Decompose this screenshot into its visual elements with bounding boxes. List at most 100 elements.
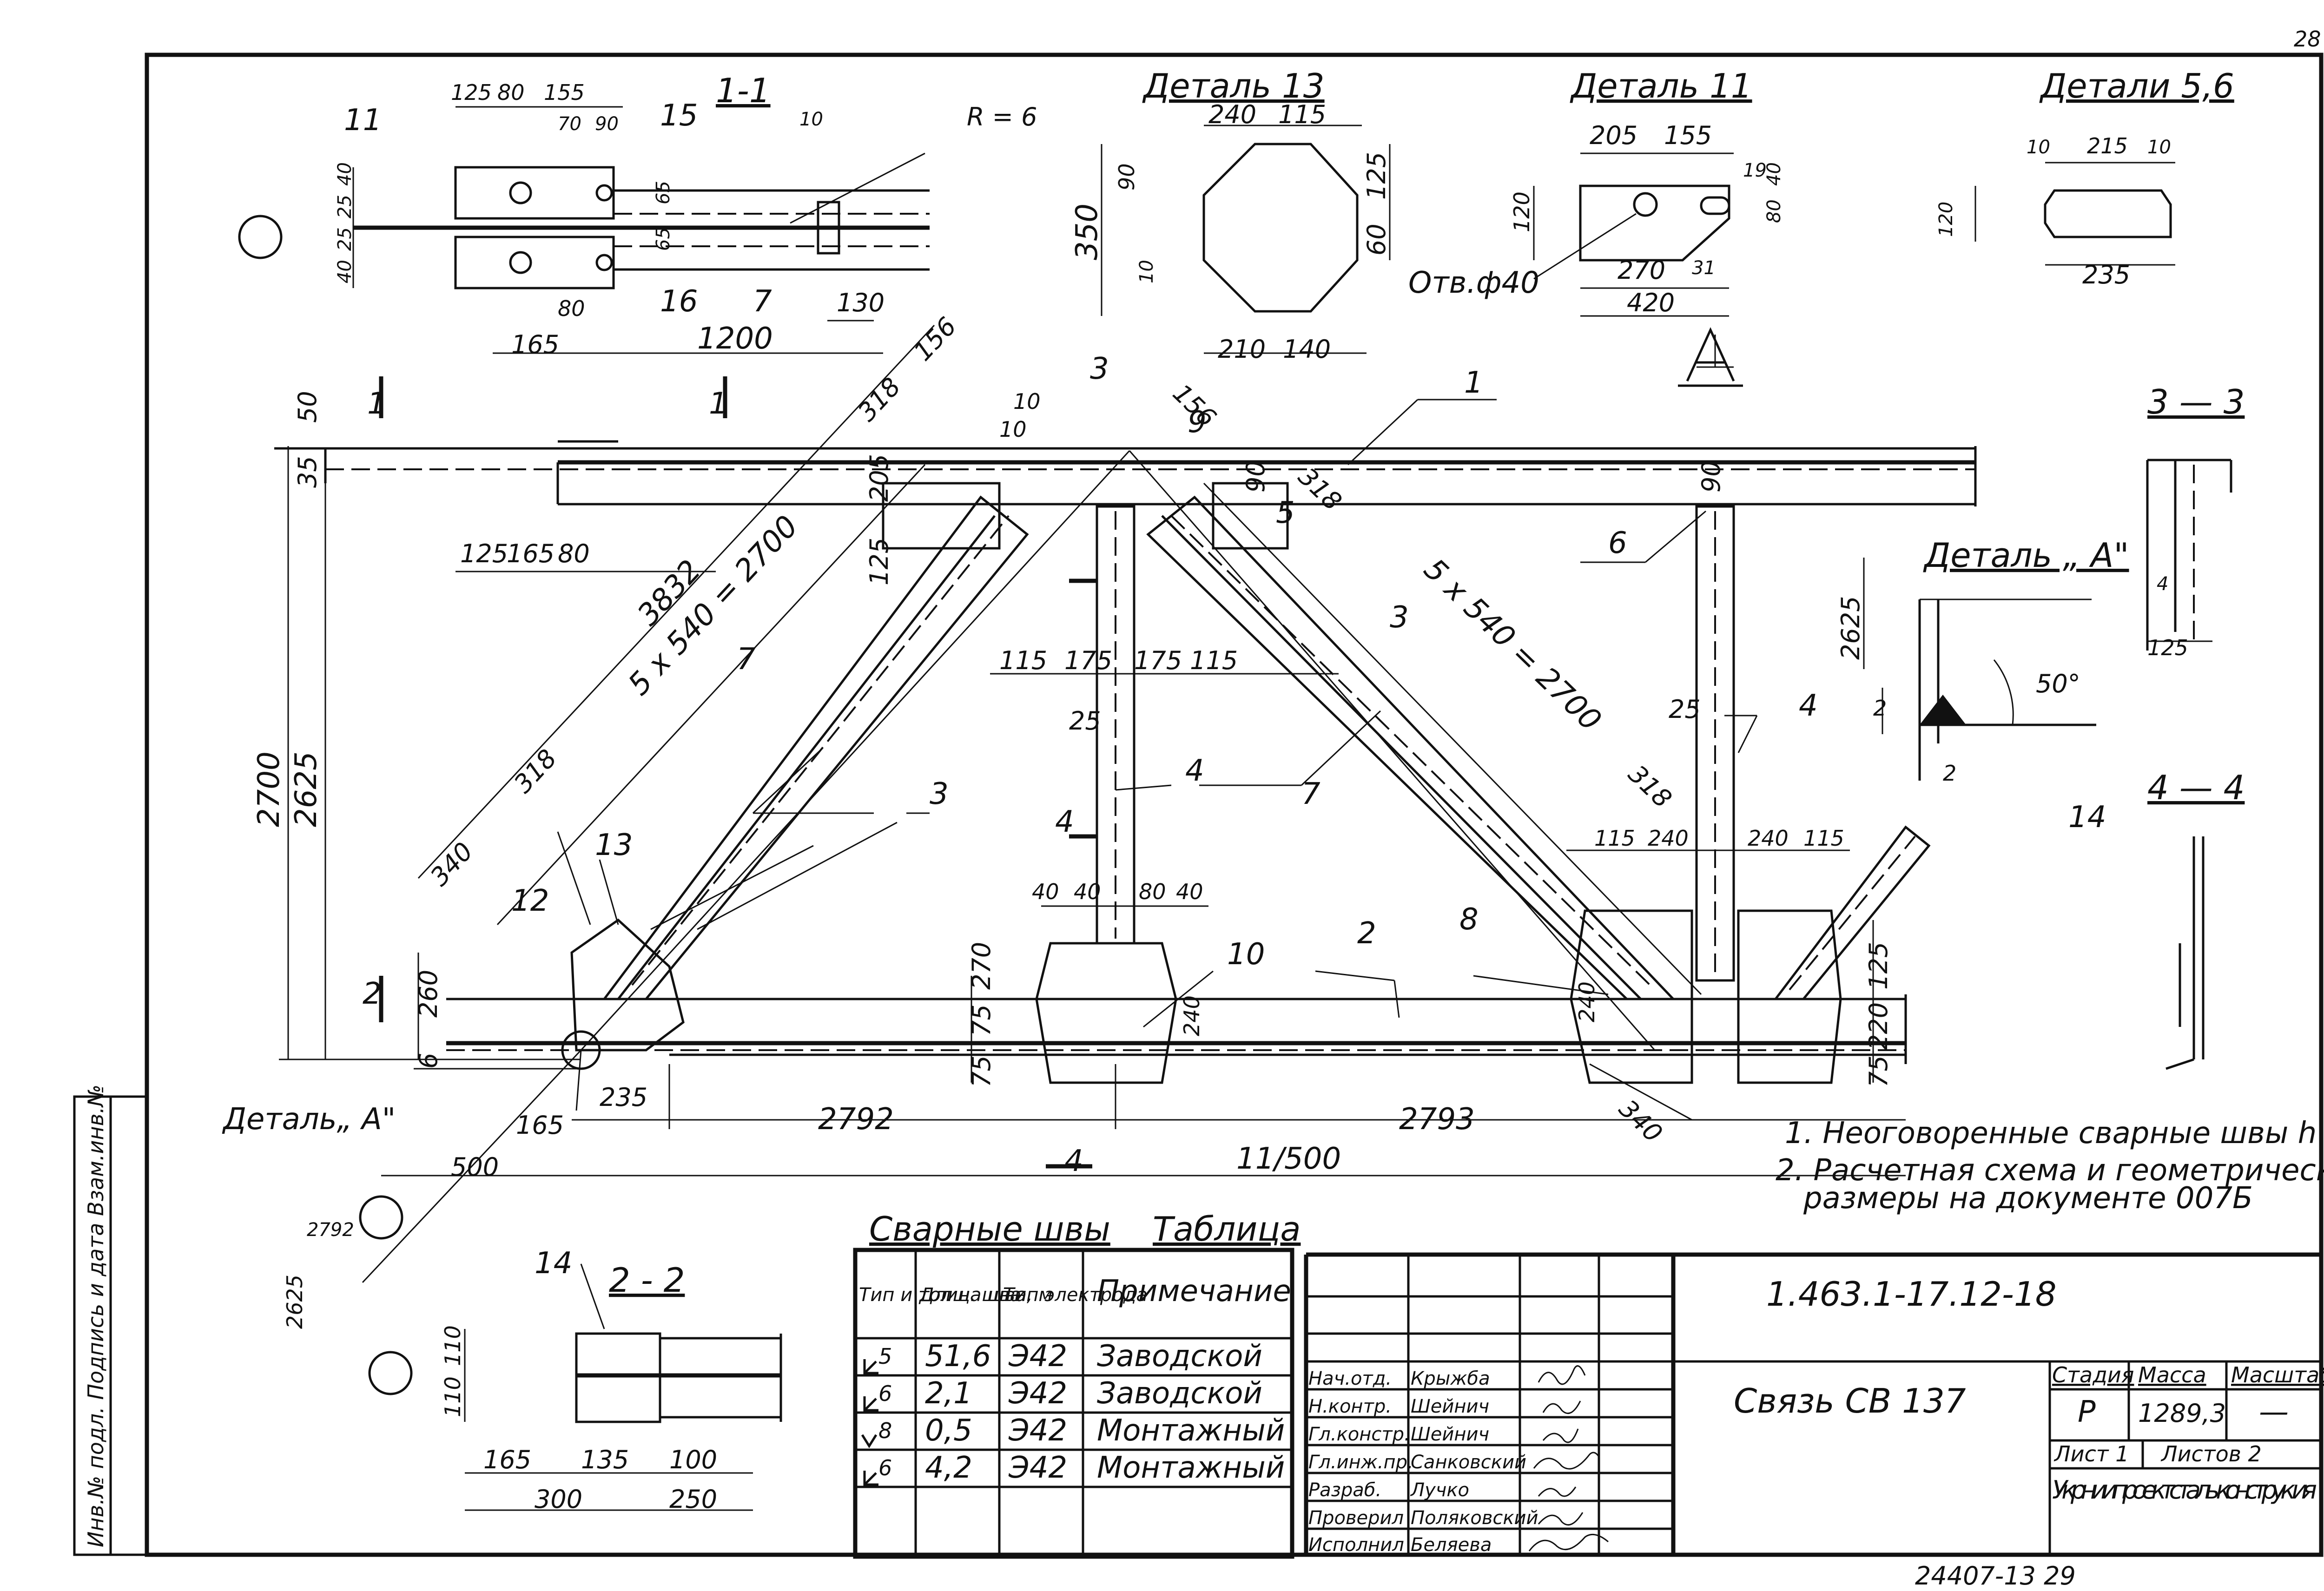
marker-7: 7: [737, 642, 756, 677]
dim-125-right: 125: [1864, 942, 1893, 990]
weld-row-type: 5: [878, 1344, 892, 1369]
sign-name: Поляковский: [1411, 1507, 1538, 1529]
s11-40b: 40: [334, 260, 356, 283]
dim-top-35: 35: [293, 456, 322, 488]
dim-125-left: 125: [460, 539, 508, 568]
dim-90-a: 90: [1241, 460, 1270, 493]
s22-dim-2792: 2792: [307, 1219, 354, 1241]
sign-name: Шейнич: [1411, 1396, 1489, 1417]
sign-role: Н.контр.: [1308, 1396, 1392, 1417]
dA-14: 14: [2068, 800, 2106, 835]
dim-10-b: 10: [999, 417, 1027, 442]
scale-label: Масштаб: [2231, 1362, 2324, 1387]
dim-height2: 2625: [289, 751, 324, 827]
s11-40a: 40: [334, 162, 356, 186]
sign-name: Санковский: [1411, 1452, 1526, 1473]
d13-210: 210: [1218, 335, 1266, 364]
s22-250: 250: [669, 1485, 717, 1514]
dim-318-b: 318: [508, 744, 562, 799]
marker-13: 13: [595, 828, 633, 862]
s11-90: 90: [595, 113, 619, 135]
weld-header-type: Тип и толщ. шва: [859, 1284, 1021, 1306]
s11-125: 125: [451, 80, 492, 105]
dA-2a: 2: [1873, 696, 1887, 721]
detail-A-title: Деталь „ А": [1923, 536, 2129, 575]
dim-125-mid: 125: [865, 538, 894, 585]
section-4-4-title: 4 — 4: [2147, 768, 2245, 807]
dim-40-a: 40: [1032, 879, 1059, 904]
sign-role: Нач.отд.: [1308, 1368, 1392, 1389]
d13-10: 10: [1136, 260, 1157, 283]
s22-165: 165: [483, 1445, 531, 1474]
d13-240: 240: [1208, 100, 1256, 129]
marker-1: 1: [1464, 366, 1483, 400]
sign-role: Гл.констр.: [1308, 1424, 1410, 1445]
marker-4: 4: [1185, 754, 1204, 788]
note-1: 1. Неоговоренные сварные швы h = 5: [1785, 1116, 2324, 1151]
dim-205: 205: [865, 454, 894, 502]
dim-diag-pitch-right: 5 x 540 = 2700: [1417, 552, 1608, 738]
s11-65a: 65: [653, 181, 674, 204]
handwritten-signature: [1533, 1452, 1600, 1470]
d11-155: 155: [1664, 121, 1712, 150]
dim-240-b: 240: [1574, 981, 1599, 1022]
weld-row-length: 4,2: [925, 1451, 972, 1485]
sign-role: Проверил: [1308, 1507, 1404, 1529]
weld-row-length: 2,1: [925, 1376, 972, 1411]
dim-90-b: 90: [1697, 460, 1726, 493]
d13-60: 60: [1362, 224, 1391, 256]
dim-40-b: 40: [1074, 879, 1101, 904]
s11-70: 70: [558, 113, 581, 135]
weld-header-note: Примечание: [1097, 1274, 1291, 1308]
dim-500: 500: [451, 1152, 499, 1182]
detail-11-title: Деталь 11: [1570, 66, 1752, 105]
detail-5-6-title: Детали 5,6: [2039, 66, 2234, 105]
weld-row-type: 8: [878, 1418, 892, 1443]
mass-value: 1289,3: [2138, 1399, 2226, 1428]
detail-A-ref: Деталь„ А": [222, 1102, 396, 1137]
marker-3: 3: [1390, 600, 1409, 635]
section-marker-circle: [368, 1351, 413, 1395]
section-3-3-title: 3 — 3: [2147, 382, 2245, 421]
sign-role: Исполнил: [1308, 1534, 1404, 1556]
dim-318-d: 318: [1623, 759, 1677, 814]
d11-420: 420: [1627, 288, 1675, 317]
s33-4: 4: [2157, 573, 2168, 595]
d13-90: 90: [1114, 163, 1139, 191]
handwritten-signature: [1538, 1486, 1577, 1497]
handwritten-signature: [1528, 1533, 1609, 1552]
dim-total: 11/500: [1236, 1142, 1341, 1176]
dim-340-a: 340: [424, 837, 478, 892]
sign-name: Крыжба: [1411, 1368, 1490, 1389]
cut-mark-2: 2: [363, 977, 382, 1011]
detail-13-title: Деталь 13: [1142, 66, 1325, 105]
s11-155: 155: [544, 80, 585, 105]
weld-table-title: Сварные швы: [869, 1210, 1110, 1249]
d56-215: 215: [2087, 133, 2128, 158]
dim-40-c: 40: [1176, 879, 1203, 904]
dim-75-b: 75: [967, 1055, 996, 1087]
dA-50: 50°: [2036, 669, 2080, 698]
d11-205: 205: [1590, 121, 1637, 150]
marker-9: 9: [1188, 405, 1207, 440]
dim-220: 220: [1864, 1002, 1893, 1050]
cut-mark-1-right: 1: [709, 387, 728, 421]
dim-115-c: 115: [1594, 826, 1635, 851]
s11-65b: 65: [653, 227, 674, 251]
d56-235: 235: [2082, 260, 2130, 289]
cut-mark-4: 4: [1055, 805, 1074, 839]
s11-80: 80: [497, 80, 525, 105]
anchor-symbol: [1678, 327, 1743, 387]
weld-row-note: Монтажный: [1097, 1413, 1285, 1448]
handwritten-signature: [1542, 1400, 1581, 1414]
weld-row-length: 0,5: [925, 1413, 972, 1448]
dim-235: 235: [600, 1083, 647, 1112]
s11-25b: 25: [334, 227, 356, 251]
dim-6: 6: [414, 1053, 443, 1069]
note-2: 2. Расчетная схема и геометрические: [1776, 1153, 2324, 1188]
detail-13: [1101, 125, 1391, 354]
dim-115-a: 115: [999, 646, 1047, 675]
title-block: [1304, 1252, 2321, 1555]
weld-row-electrode: Э42: [1008, 1413, 1067, 1448]
dim-75-a: 75: [967, 1004, 996, 1036]
